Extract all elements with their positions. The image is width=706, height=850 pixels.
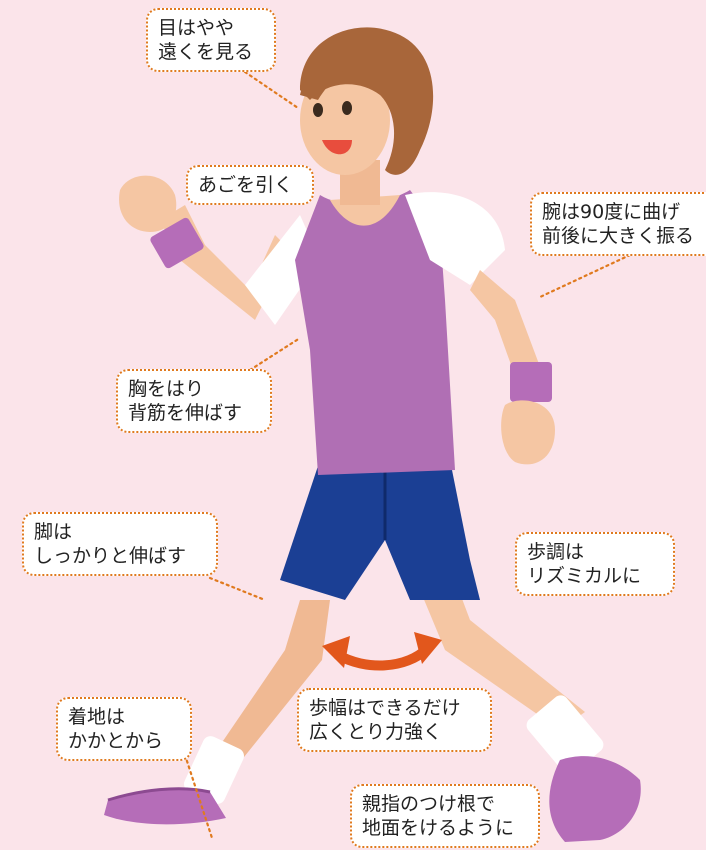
callout-landing: 着地は かかとから [56, 697, 192, 761]
callout-arms-line2: 前後に大きく振る [542, 225, 695, 247]
front-leg [420, 580, 585, 730]
back-sleeve [245, 215, 320, 325]
callout-eyes-line1: 目はやや [158, 17, 235, 39]
back-shoe [104, 788, 226, 825]
callout-chest-line2: 背筋を伸ばす [128, 402, 243, 424]
callout-toe: 親指のつけ根で 地面をけるように [350, 784, 540, 848]
callout-legs-line2: しっかりと伸ばす [34, 545, 187, 567]
front-fist [501, 400, 555, 465]
leader-legs [208, 576, 267, 602]
callout-toe-line1: 親指のつけ根で [362, 793, 496, 815]
callout-legs: 脚は しっかりと伸ばす [22, 512, 218, 576]
leader-eyes [243, 70, 300, 110]
callout-legs-line1: 脚は [34, 521, 73, 543]
front-sock [526, 695, 604, 775]
leader-landing [183, 753, 214, 840]
callout-eyes: 目はやや 遠くを見る [146, 8, 276, 72]
callout-toe-line2: 地面をけるように [362, 817, 515, 839]
shorts [280, 460, 480, 600]
front-shoe [549, 756, 641, 842]
callout-chin: あごを引く [186, 165, 314, 205]
back-wristband [150, 217, 204, 269]
callout-pace-line2: リズミカルに [527, 565, 642, 587]
callout-eyes-line2: 遠くを見る [158, 41, 254, 63]
back-fist [119, 175, 177, 232]
callout-pace: 歩調は リズミカルに [515, 532, 675, 596]
callout-stride-line2: 広くとり力強く [309, 721, 443, 743]
callout-landing-line2: かかとから [68, 730, 164, 752]
mouth [322, 140, 352, 155]
callout-pace-line1: 歩調は [527, 541, 585, 563]
callout-landing-line1: 着地は [68, 706, 126, 728]
front-wristband [510, 362, 552, 402]
back-sock [184, 736, 244, 804]
callout-chest: 胸をはり 背筋を伸ばす [116, 369, 272, 433]
callout-stride: 歩幅はできるだけ 広くとり力強く [297, 688, 492, 752]
callout-stride-line1: 歩幅はできるだけ [309, 697, 461, 719]
front-sleeve [405, 192, 505, 285]
leader-chest [248, 336, 302, 372]
tank-top [295, 190, 455, 475]
leader-arms [538, 253, 632, 299]
callout-chin-line1: あごを引く [198, 174, 294, 196]
callout-arms: 腕は90度に曲げ 前後に大きく振る [530, 192, 706, 256]
callout-chest-line1: 胸をはり [128, 378, 205, 400]
front-arm [470, 270, 545, 390]
back-leg [210, 600, 330, 772]
callout-arms-line1: 腕は90度に曲げ [542, 201, 681, 223]
